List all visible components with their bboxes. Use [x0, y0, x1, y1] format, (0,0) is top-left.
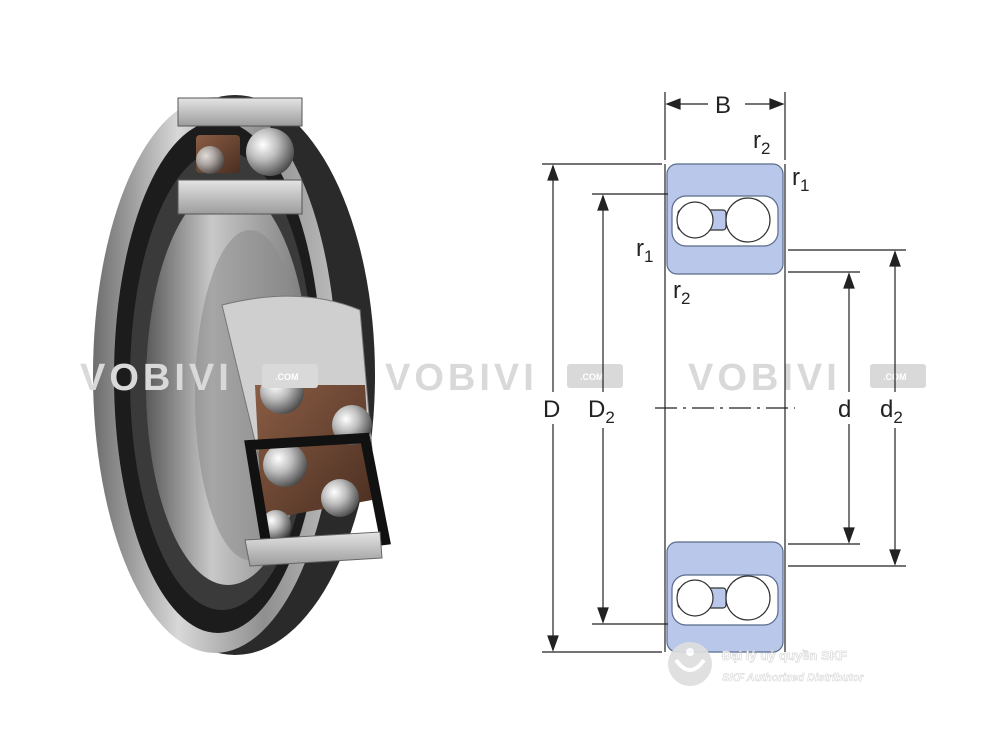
dimension-B — [664, 92, 786, 160]
dimension-labels: B r2 r1 r1 r2 D D2 d d2 — [543, 92, 903, 427]
top-section — [177, 97, 303, 215]
D-arrow-top — [547, 164, 559, 181]
dimension-D2 — [592, 193, 668, 625]
D2-arrow-top — [597, 194, 609, 211]
top-ball-1 — [246, 128, 294, 176]
label-r2-left: r2 — [673, 277, 690, 308]
B-arrow-right — [769, 98, 785, 110]
ball-row2-b — [321, 479, 359, 517]
label-r1-left: r1 — [636, 235, 653, 266]
label-d: d — [838, 396, 851, 423]
top-outer-race — [177, 97, 303, 127]
dimension-d2 — [788, 249, 906, 567]
bottom-ball-left — [676, 579, 714, 617]
bottom-ball-right — [725, 575, 771, 621]
bearing-illustration — [93, 95, 391, 655]
D2-arrow-bottom — [597, 607, 609, 624]
seal-lip — [244, 432, 391, 561]
watermark-brand: VOBIVI — [385, 357, 538, 399]
bottom-cross-section — [666, 541, 784, 653]
watermark-suffix: .COM — [275, 372, 299, 382]
B-arrow-left — [665, 98, 681, 110]
watermarks: VOBIVI .COM VOBIVI .COM VOBIVI .COM — [80, 357, 926, 399]
badge-logo-icon — [668, 642, 712, 686]
badge-logo-mark — [674, 658, 706, 672]
badge-logo-dot — [686, 648, 694, 656]
label-r1-top: r1 — [792, 164, 809, 195]
dimension-d — [788, 271, 860, 545]
D-arrow-bottom — [547, 635, 559, 652]
ball-row2-a — [263, 443, 307, 487]
watermark-1: VOBIVI .COM — [80, 357, 318, 399]
label-r2-top: r2 — [753, 127, 770, 158]
badge-line-2: SKF Authorized Distributor — [722, 672, 864, 684]
watermark-tag — [567, 364, 623, 388]
label-D: D — [543, 396, 560, 423]
watermark-brand: VOBIVI — [80, 357, 233, 399]
d2-arrow-bottom — [889, 549, 901, 566]
d2-arrow-top — [889, 250, 901, 267]
badge-line-1: Đại lý uỷ quyền SKF — [722, 648, 847, 663]
outer-race-bottom — [244, 531, 383, 567]
watermark-2: VOBIVI .COM — [385, 357, 623, 399]
watermark-tag — [870, 364, 926, 388]
top-inner-race — [177, 179, 303, 215]
label-d2: d2 — [880, 396, 903, 427]
distributor-badge: Đại lý uỷ quyền SKF SKF Authorized Distr… — [668, 642, 864, 686]
watermark-3: VOBIVI .COM — [688, 357, 926, 399]
d-arrow-bottom — [843, 527, 855, 544]
top-ball-right — [725, 197, 771, 243]
watermark-brand: VOBIVI — [688, 357, 841, 399]
dimension-D — [542, 163, 662, 653]
label-D2: D2 — [588, 396, 615, 427]
watermark-suffix: .COM — [580, 372, 604, 382]
top-cross-section — [666, 163, 784, 275]
top-ball-2 — [196, 146, 224, 174]
label-B: B — [715, 92, 731, 119]
d-arrow-top — [843, 272, 855, 289]
top-ball-left — [676, 201, 714, 239]
technical-drawing — [542, 92, 906, 653]
watermark-tag — [262, 364, 318, 388]
